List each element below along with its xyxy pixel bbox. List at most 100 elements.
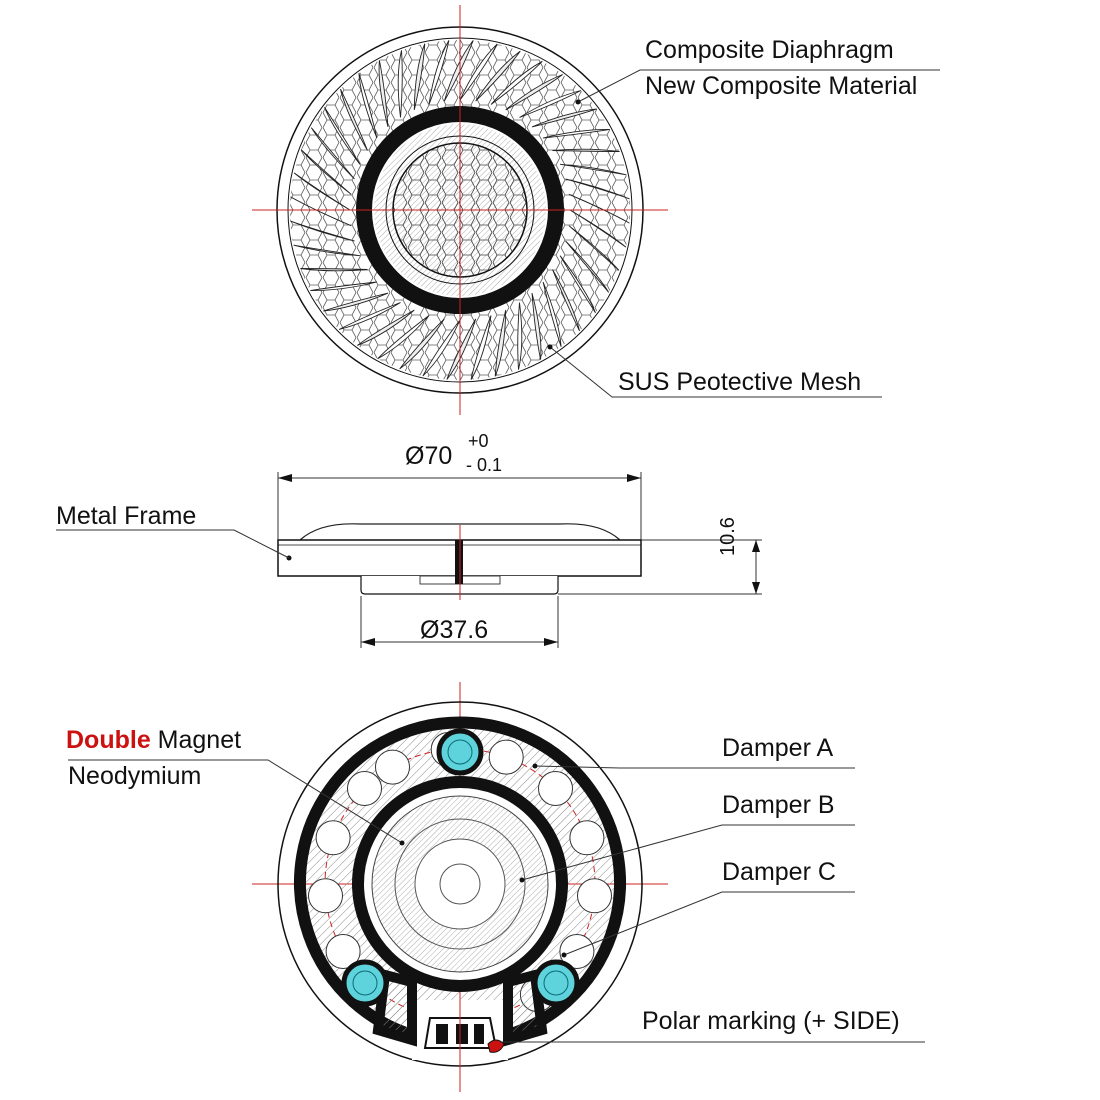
mesh-spoke <box>357 309 415 346</box>
leader-damper-c <box>563 891 855 956</box>
vent-hole <box>325 934 361 969</box>
damper-inner <box>543 970 569 996</box>
label-magnet: Magnet <box>150 726 242 754</box>
mesh-spoke <box>565 178 630 200</box>
mesh-spoke <box>470 315 492 380</box>
frame-dome <box>299 523 621 541</box>
dim-height: 10.6 <box>717 517 739 556</box>
mesh-spoke <box>358 73 378 139</box>
mesh-spoke <box>505 74 563 111</box>
dim-tol-plus: +0 <box>468 431 489 451</box>
mesh-spoke <box>377 315 430 360</box>
label-damper-a: Damper A <box>722 734 834 762</box>
mesh-spoke <box>542 281 562 347</box>
mesh-spoke <box>422 319 461 377</box>
mesh-spoke <box>378 60 389 128</box>
mesh-spoke <box>531 108 597 128</box>
leader-frame <box>56 529 290 559</box>
label-damper-b: Damper B <box>722 791 835 819</box>
label-composite-diaphragm: Composite Diaphragm <box>645 36 894 64</box>
mesh-spoke <box>310 127 355 180</box>
label-sus-mesh: SUS Peotective Mesh <box>618 368 862 396</box>
terminal-pad <box>436 1024 448 1044</box>
damper-inner <box>352 970 378 996</box>
mesh-spoke <box>552 269 580 332</box>
label-double: Double <box>66 726 151 754</box>
arrow <box>278 474 292 482</box>
vent-hole <box>577 878 612 914</box>
leader-dot <box>532 763 538 769</box>
mesh-spoke <box>293 244 360 257</box>
label-new-composite-material: New Composite Material <box>645 72 918 100</box>
vent-hole <box>315 820 351 856</box>
dim-inner-diameter: Ø37.6 <box>420 616 489 644</box>
side-view <box>56 472 762 648</box>
label-damper-c: Damper C <box>722 858 836 886</box>
mesh-spoke <box>459 43 498 101</box>
mesh-spoke <box>340 88 368 151</box>
mesh-spoke <box>413 43 426 111</box>
mesh-spoke <box>290 220 355 242</box>
leader-mesh <box>549 346 882 398</box>
mesh-spoke <box>568 225 620 271</box>
dim-tol-minus: - 0.1 <box>466 455 503 475</box>
terminal-pad <box>474 1024 484 1044</box>
mesh-spoke <box>338 302 401 330</box>
mesh-spoke <box>569 209 627 248</box>
arrow <box>361 638 375 646</box>
back-view <box>68 682 925 1092</box>
mesh-spoke <box>310 281 378 292</box>
top-view <box>252 5 940 415</box>
arrow <box>544 638 558 646</box>
label-neodymium: Neodymium <box>68 762 202 790</box>
mesh-spoke <box>531 292 542 360</box>
leader-diaphragm <box>577 69 940 103</box>
mesh-spoke <box>323 292 389 312</box>
label-double-magnet: Double Magnet <box>66 728 241 753</box>
mesh-spokes <box>290 40 630 380</box>
mesh-spoke <box>293 172 351 211</box>
dim-outer-diameter: Ø70 <box>405 442 453 470</box>
mesh-spoke <box>519 90 582 118</box>
mesh-spoke <box>428 40 450 105</box>
mesh-spoke <box>552 148 620 152</box>
leader-dot <box>519 877 525 883</box>
damper-a-inner <box>447 739 473 765</box>
leader-dot <box>547 344 553 350</box>
terminal-pad <box>456 1024 468 1044</box>
vent-hole <box>375 749 410 785</box>
mesh-spoke <box>542 128 610 139</box>
mesh-spoke <box>475 50 521 102</box>
mesh-spoke <box>324 107 361 165</box>
polar-mark <box>487 1039 505 1053</box>
mesh-spoke <box>399 318 445 370</box>
mesh-spoke <box>517 302 523 370</box>
mesh-spoke <box>397 50 403 118</box>
vent-hole <box>308 878 343 914</box>
center-post <box>455 540 463 584</box>
center-ring <box>414 838 506 930</box>
center-ring <box>439 863 481 905</box>
mesh-spoke <box>494 309 507 377</box>
arrow <box>627 474 641 482</box>
damper-c-left <box>341 959 389 1007</box>
leader-dot <box>575 99 581 105</box>
mesh-spoke <box>559 255 596 313</box>
mesh-spoke <box>443 40 474 102</box>
leader-dot <box>399 840 405 846</box>
arrow <box>752 540 760 552</box>
mesh-spoke <box>446 318 477 380</box>
center-ring <box>394 818 526 950</box>
mesh-spoke <box>300 268 368 272</box>
mesh-spoke <box>490 60 543 105</box>
leader-damper-a <box>534 765 855 769</box>
vent-hole <box>569 820 605 856</box>
leader-damper-b <box>521 824 855 881</box>
vent-hole <box>559 934 595 969</box>
label-metal-frame: Metal Frame <box>56 502 197 530</box>
mesh-spoke <box>290 196 352 227</box>
vent-hole <box>347 771 382 806</box>
vent-hole <box>538 771 573 806</box>
leader-magnet <box>68 759 403 844</box>
